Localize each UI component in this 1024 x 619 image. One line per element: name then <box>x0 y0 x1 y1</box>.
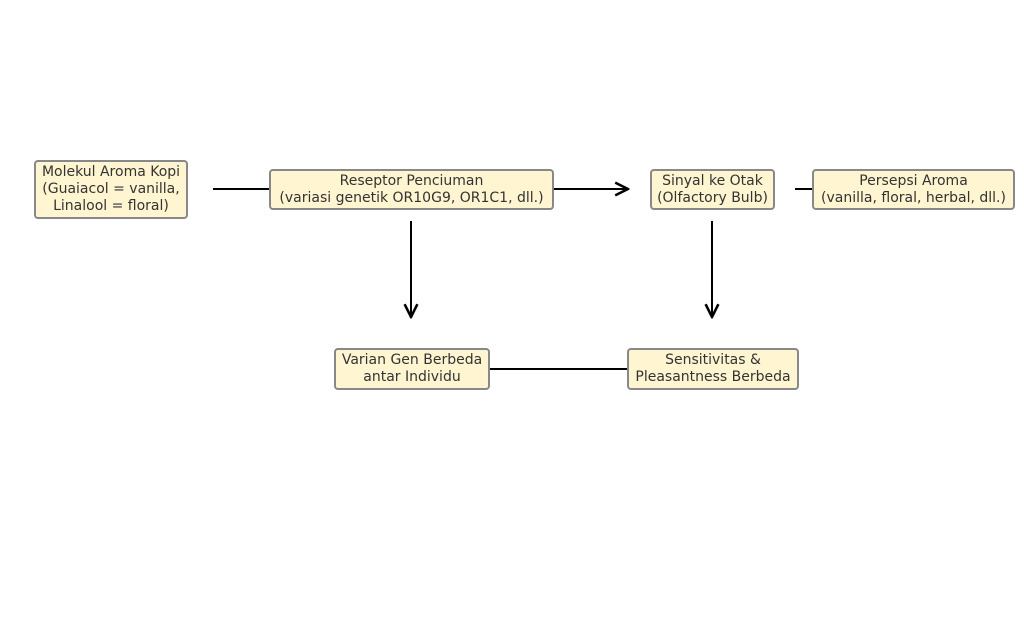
node-coffee-aroma-molecule-line-3: Linalool = floral) <box>53 198 169 214</box>
node-gene-variant: Varian Gen Berbeda antar Individu <box>334 348 490 390</box>
node-sensitivity-pleasantness-line-1: Sensitivitas & <box>665 352 761 368</box>
node-olfactory-receptor-line-2: (variasi genetik OR10G9, OR1C1, dll.) <box>279 189 544 206</box>
node-brain-signal-line-2: (Olfactory Bulb) <box>657 189 768 206</box>
node-coffee-aroma-molecule-line-1: Molekul Aroma Kopi <box>41 164 181 180</box>
node-olfactory-receptor: Reseptor Penciuman (variasi genetik OR10… <box>269 169 554 210</box>
node-aroma-perception-line-2: (vanilla, floral, herbal, dll.) <box>821 189 1006 206</box>
node-aroma-perception-line-1: Persepsi Aroma <box>859 172 968 189</box>
node-coffee-aroma-molecule: Molekul Aroma Kopi (Guaiacol = vanilla, … <box>34 160 188 219</box>
node-olfactory-receptor-line-1: Reseptor Penciuman <box>339 172 484 189</box>
node-gene-variant-line-2: antar Individu <box>363 369 461 385</box>
node-sensitivity-pleasantness-line-2: Pleasantness Berbeda <box>635 369 791 385</box>
node-brain-signal: Sinyal ke Otak (Olfactory Bulb) <box>650 169 775 210</box>
node-coffee-aroma-molecule-line-2: (Guaiacol = vanilla, <box>42 181 180 197</box>
node-sensitivity-pleasantness: Sensitivitas & Pleasantness Berbeda <box>627 348 799 390</box>
node-brain-signal-line-1: Sinyal ke Otak <box>662 172 763 189</box>
node-aroma-perception: Persepsi Aroma (vanilla, floral, herbal,… <box>812 169 1015 210</box>
node-gene-variant-line-1: Varian Gen Berbeda <box>341 352 483 368</box>
